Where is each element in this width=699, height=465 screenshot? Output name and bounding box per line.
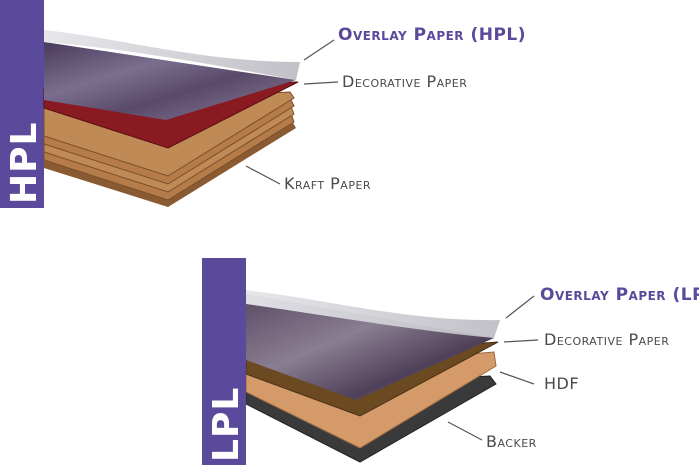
- lpl-decorative-label: Decorative Paper: [544, 330, 670, 349]
- lpl-backer-leader: [447, 421, 483, 441]
- lpl-decorative-leader: [503, 339, 539, 343]
- lpl-hdf-label: HDF: [544, 374, 580, 393]
- hpl-decorative-label: Decorative Paper: [342, 72, 468, 91]
- lpl-badge-bar: [202, 258, 246, 465]
- hpl-overlay-leader: [303, 39, 335, 61]
- lpl-overlay-leader: [505, 295, 535, 319]
- hpl-decorative-leader: [303, 81, 339, 85]
- hpl-kraft-leader: [245, 165, 281, 185]
- lpl-overlay-label: Overlay Paper (LPL): [540, 285, 699, 305]
- hpl-overlay-paper: [44, 30, 300, 80]
- lpl-backer-label: Backer: [486, 432, 537, 451]
- lpl-badge-label: LPL: [206, 386, 247, 462]
- hpl-kraft-label: Kraft Paper: [284, 174, 372, 193]
- hpl-overlay-label: Overlay Paper (HPL): [338, 25, 527, 45]
- lpl-print-surface: [246, 294, 494, 400]
- hpl-print-surface: [44, 42, 296, 120]
- lpl-hdf-leader: [499, 371, 535, 385]
- lpl-overlay-paper: [246, 290, 500, 338]
- hpl-badge-bar: [0, 0, 44, 208]
